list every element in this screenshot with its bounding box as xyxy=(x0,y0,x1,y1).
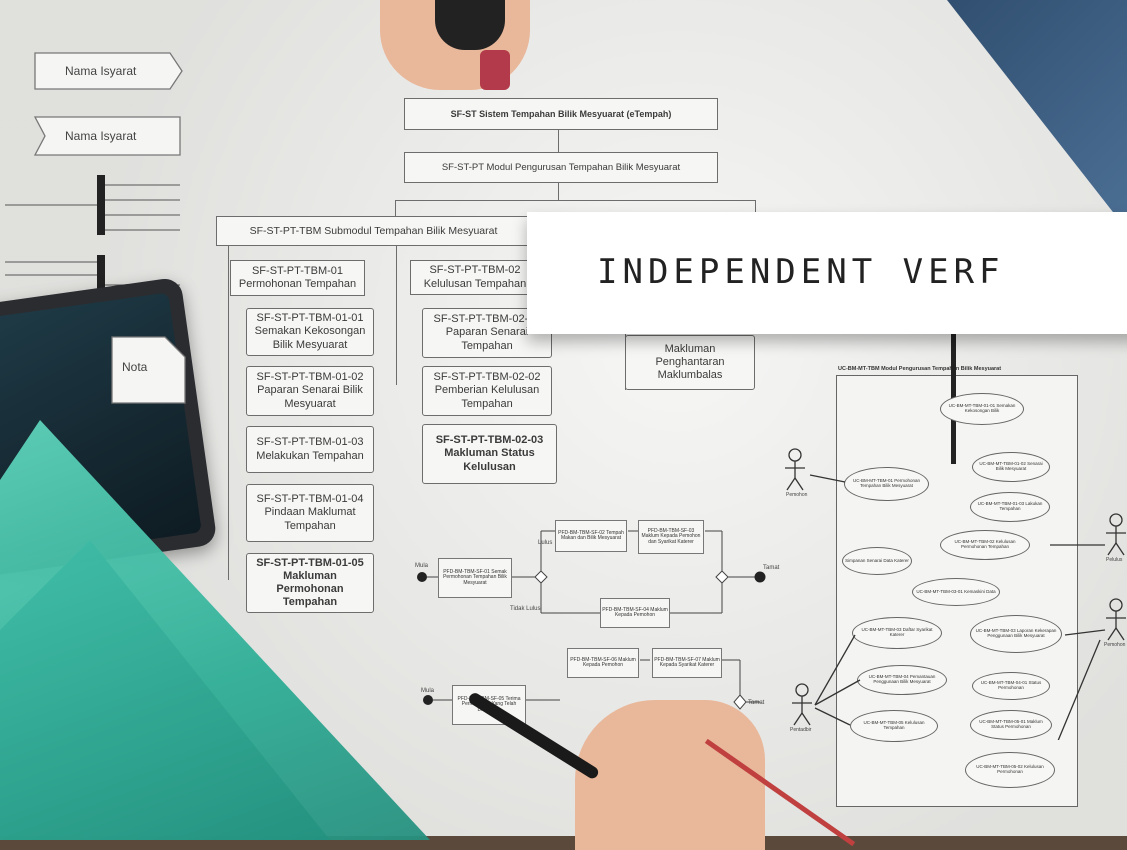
flow1-box-4: PFD-BM-TBM-SF-04 Maklum Kepada Pemohon xyxy=(600,598,670,628)
writing-hand xyxy=(575,700,765,850)
flow1-tamat: Tamat xyxy=(763,565,780,571)
flow1-tidak-lulus: Tidak Lulus xyxy=(510,606,541,612)
actor-label-3: Pemohon xyxy=(1104,642,1126,648)
uc-oval-6: Simpanan Senarai Data Katerer xyxy=(842,547,912,575)
uc-oval-4: UC-BM-MT-TBM-01-03 Lakukan Tempahan xyxy=(970,492,1050,522)
col3-item: Makluman Penghantaran Maklumbalas xyxy=(625,335,755,390)
uc-oval-5: UC-BM-MT-TBM-02 Kelulusan Permohonan Tem… xyxy=(940,530,1030,560)
usecase-actors xyxy=(785,448,1126,740)
coffee-cup xyxy=(435,0,505,50)
legend-shapes xyxy=(5,52,183,300)
nota-label: Nota xyxy=(122,360,148,374)
col1-item-5: SF-ST-PT-TBM-01-05 Makluman Permohonan T… xyxy=(246,553,374,613)
usecase-title: UC-BM-MT-TBM Modul Pengurusan Tempahan B… xyxy=(838,366,1002,372)
actor-label-4: Pentadbir xyxy=(790,727,812,733)
uc-oval-2: UC-BM-MT-TBM-01 Permohonan Tempahan Bili… xyxy=(844,467,929,501)
root-box: SF-ST Sistem Tempahan Bilik Mesyuarat (e… xyxy=(404,98,718,130)
flow2-tamat: Tamat xyxy=(748,700,765,706)
cup-band xyxy=(480,50,510,90)
uc-oval-14: UC-BM-MT-TBM-05-02 Kelulusan Permohonan xyxy=(965,752,1055,788)
flow-diagram-1 xyxy=(417,530,766,614)
submodule-box: SF-ST-PT-TBM Submodul Tempahan Bilik Mes… xyxy=(216,216,531,246)
flow1-box-3: PFD-BM-TBM-SF-03 Maklum Kepada Pemohon d… xyxy=(638,520,704,554)
flow2-box-2: PFD-BM-TBM-SF-06 Maklum Kepada Pemohon xyxy=(567,648,639,678)
uc-oval-9: UC-BM-MT-TBM-03 Laporan Kekerapan Penggu… xyxy=(970,615,1062,653)
flow1-lulus: Lulus xyxy=(538,540,553,546)
actor-label-2: Pelulus xyxy=(1106,557,1123,563)
uc-oval-11: UC-BM-MT-TBM-04-01 Status Permohonan xyxy=(972,672,1050,700)
col1-item-1: SF-ST-PT-TBM-01-01 Semakan Kekosongan Bi… xyxy=(246,308,374,356)
col1-head: SF-ST-PT-TBM-01 Permohonan Tempahan xyxy=(230,260,365,296)
uc-oval-8: UC-BM-MT-TBM-03 Daftar Syarikat Katerer xyxy=(852,617,942,649)
col2-item-3: SF-ST-PT-TBM-02-03 Makluman Status Kelul… xyxy=(422,424,557,484)
col2-item-2: SF-ST-PT-TBM-02-02 Pemberian Kelulusan T… xyxy=(422,366,552,416)
flow2-box-3: PFD-BM-TBM-SF-07 Maklum Kepada Syarikat … xyxy=(652,648,722,678)
uc-oval-1: UC-BM-MT-TBM-01-01 Semakan Kekosongan Bi… xyxy=(940,393,1024,425)
uc-oval-12: UC-BM-MT-TBM-05 Kelulusan Tempahan xyxy=(850,710,938,742)
banner-title: INDEPENDENT VERF xyxy=(597,252,1005,292)
legend-label-1: Nama Isyarat xyxy=(65,64,137,78)
actor-label-1: Pemohon xyxy=(786,492,808,498)
uc-oval-3: UC-BM-MT-TBM-01-02 Senarai Bilik Mesyuar… xyxy=(972,452,1050,482)
uc-oval-10: UC-BM-MT-TBM-04 Pemantauan Penggunaan Bi… xyxy=(857,665,947,695)
uc-oval-13: UC-BM-MT-TBM-05-01 Maklum Status Permoho… xyxy=(970,710,1052,740)
col1-item-3: SF-ST-PT-TBM-01-03 Melakukan Tempahan xyxy=(246,426,374,473)
module-box: SF-ST-PT Modul Pengurusan Tempahan Bilik… xyxy=(404,152,718,183)
flow1-box-2: PFD-BM-TBM-SF-02 Tempah Makan dan Bilik … xyxy=(555,520,627,552)
col1-item-2: SF-ST-PT-TBM-01-02 Paparan Senarai Bilik… xyxy=(246,366,374,416)
flow1-mula: Mula xyxy=(415,563,429,569)
flow1-box-1: PFD-BM-TBM-SF-01 Semak Permohonan Tempah… xyxy=(438,558,512,598)
flow2-mula: Mula xyxy=(421,688,435,694)
col1-item-4: SF-ST-PT-TBM-01-04 Pindaan Maklumat Temp… xyxy=(246,484,374,542)
uc-oval-7: UC-BM-MT-TBM-03-01 Kemaskini Data xyxy=(912,578,1000,606)
legend-label-2: Nama Isyarat xyxy=(65,129,137,143)
title-banner: INDEPENDENT VERF xyxy=(527,212,1127,334)
col2-head: SF-ST-PT-TBM-02 Kelulusan Tempahan xyxy=(410,260,540,295)
nota-shape xyxy=(111,336,186,404)
flow-diagram-2 xyxy=(423,659,760,710)
